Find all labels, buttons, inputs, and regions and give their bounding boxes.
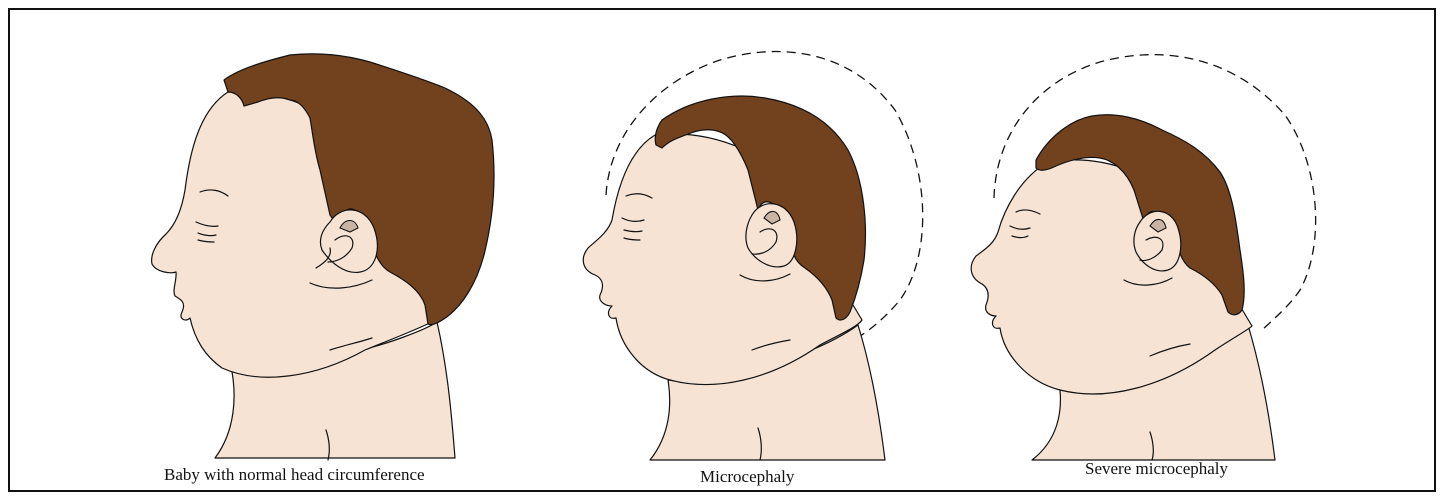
caption-microcephaly: Microcephaly <box>700 467 794 487</box>
caption-normal: Baby with normal head circumference <box>164 465 425 485</box>
baby-normal <box>152 54 494 460</box>
baby-microcephaly <box>583 52 922 460</box>
baby-severe-microcephaly <box>971 55 1315 460</box>
caption-severe-microcephaly: Severe microcephaly <box>1085 459 1228 479</box>
